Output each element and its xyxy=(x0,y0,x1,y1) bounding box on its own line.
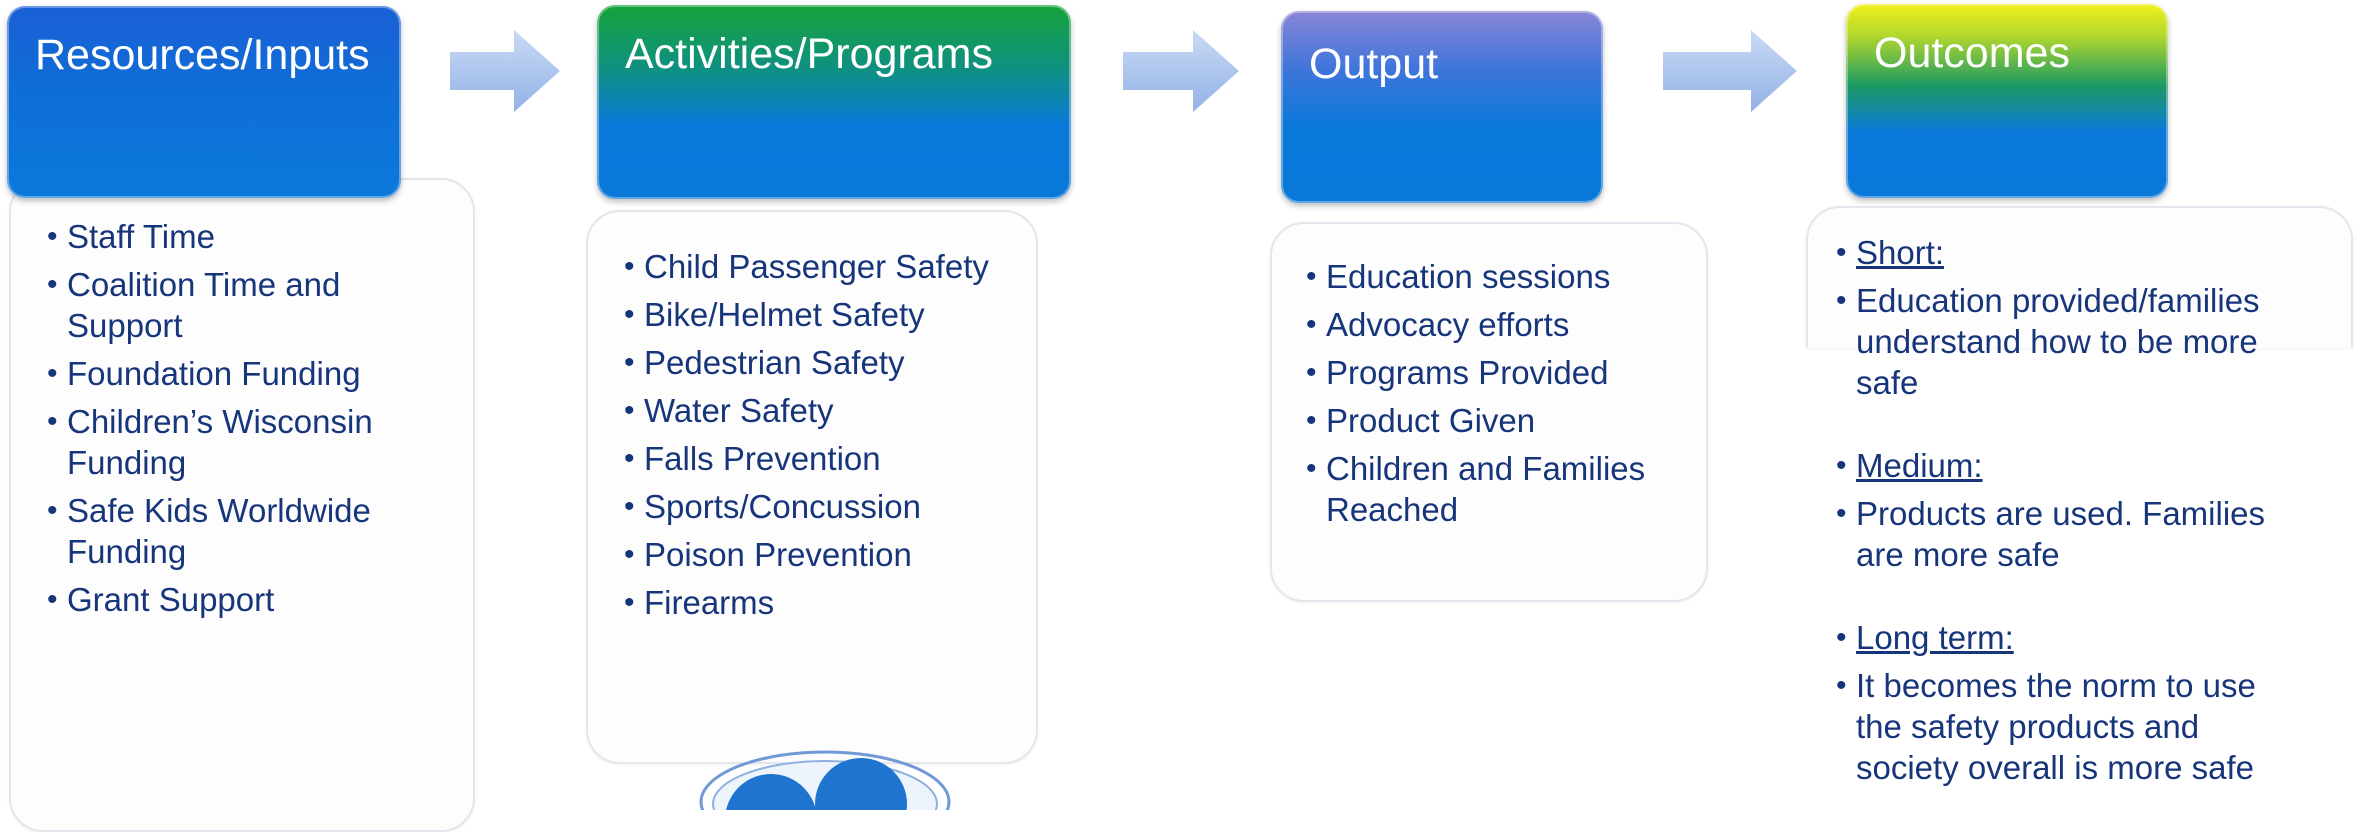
output-title: Output xyxy=(1309,40,1439,88)
activities-header: Activities/Programs xyxy=(597,5,1071,199)
list-item: Programs Provided xyxy=(1306,352,1696,393)
list-item: Grant Support xyxy=(47,579,447,620)
list-item: Foundation Funding xyxy=(47,353,447,394)
circles-graphic xyxy=(699,750,951,810)
outcome-heading-medium: Medium: xyxy=(1836,445,2296,486)
activities-list: Child Passenger Safety Bike/Helmet Safet… xyxy=(624,246,1024,630)
resources-list: Staff Time Coalition Time and Support Fo… xyxy=(47,216,447,627)
activities-panel: Child Passenger Safety Bike/Helmet Safet… xyxy=(586,210,1038,764)
list-item: Children’s Wisconsin Funding xyxy=(47,401,447,483)
list-item: Pedestrian Safety xyxy=(624,342,1024,383)
list-item: Falls Prevention xyxy=(624,438,1024,479)
arrow-right-icon xyxy=(450,30,560,112)
outcome-text-short: Education provided/families understand h… xyxy=(1836,280,2296,403)
list-item: Staff Time xyxy=(47,216,447,257)
arrow-right-icon xyxy=(1663,30,1797,112)
activities-title: Activities/Programs xyxy=(625,30,993,78)
list-item: Water Safety xyxy=(624,390,1024,431)
output-list: Education sessions Advocacy efforts Prog… xyxy=(1306,256,1696,537)
list-item: Coalition Time and Support xyxy=(47,264,447,346)
resources-header: Resources/Inputs xyxy=(7,6,401,198)
resources-title: Resources/Inputs xyxy=(35,31,370,79)
list-item: Children and Families Reached xyxy=(1306,448,1696,530)
arrow-right-icon xyxy=(1123,30,1239,112)
output-panel: Education sessions Advocacy efforts Prog… xyxy=(1270,222,1708,602)
outcome-heading-long: Long term: xyxy=(1836,617,2296,658)
outcomes-header: Outcomes xyxy=(1846,4,2168,198)
output-header: Output xyxy=(1281,11,1603,203)
outcomes-list: Short: Education provided/families under… xyxy=(1836,232,2296,795)
list-item: Sports/Concussion xyxy=(624,486,1024,527)
outcome-text-medium: Products are used. Families are more saf… xyxy=(1836,493,2296,575)
list-item: Firearms xyxy=(624,582,1024,623)
list-item: Education sessions xyxy=(1306,256,1696,297)
list-item: Bike/Helmet Safety xyxy=(624,294,1024,335)
list-item: Poison Prevention xyxy=(624,534,1024,575)
list-item: Product Given xyxy=(1306,400,1696,441)
resources-panel: Staff Time Coalition Time and Support Fo… xyxy=(9,178,475,832)
list-item: Child Passenger Safety xyxy=(624,246,1024,287)
list-item: Advocacy efforts xyxy=(1306,304,1696,345)
outcome-text-long: It becomes the norm to use the safety pr… xyxy=(1836,665,2296,788)
outcomes-title: Outcomes xyxy=(1874,29,2070,77)
list-item: Safe Kids Worldwide Funding xyxy=(47,490,447,572)
outcome-heading-short: Short: xyxy=(1836,232,2296,273)
